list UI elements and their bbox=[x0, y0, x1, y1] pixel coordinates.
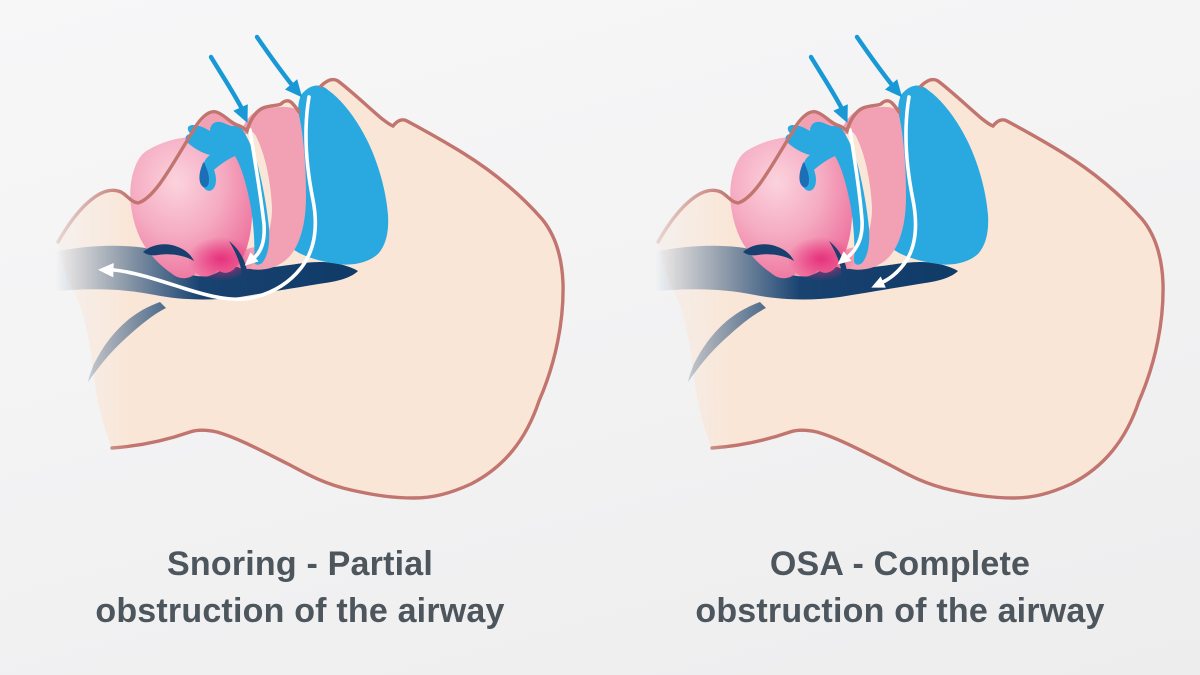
cranium-outline bbox=[710, 77, 1165, 500]
mouth-inhale-arrow bbox=[808, 54, 844, 110]
nose-inhale-arrow bbox=[854, 34, 895, 88]
under-tongue-shadow bbox=[143, 244, 194, 261]
snoring-caption-line1: Snoring - Partial bbox=[167, 545, 433, 583]
mouth-airway bbox=[785, 121, 870, 265]
osa-caption: OSA - Complete obstruction of the airway bbox=[600, 541, 1200, 635]
snoring-caption: Snoring - Partial obstruction of the air… bbox=[0, 541, 600, 635]
mouth-inhale-arrow bbox=[208, 54, 244, 110]
under-tongue-shadow bbox=[743, 244, 794, 261]
mouth-flow-line bbox=[248, 128, 266, 259]
cranium-outline bbox=[110, 77, 565, 500]
nose-inhale-arrowhead bbox=[885, 79, 903, 98]
soft-palate bbox=[796, 106, 906, 270]
blocked-airflow-arrow-icon bbox=[847, 95, 918, 284]
nasal-flow-line bbox=[881, 95, 918, 284]
epiglottis-shadow bbox=[829, 241, 848, 293]
face-profile-outline bbox=[656, 99, 901, 244]
blocked-airflow-arrowhead bbox=[837, 251, 852, 265]
snoring-caption-line2: obstruction of the airway bbox=[95, 592, 505, 630]
head-outline bbox=[656, 77, 1165, 500]
airflow-arrow-icon bbox=[112, 95, 318, 302]
nose-inhale-arrowhead bbox=[285, 79, 303, 98]
head-outline bbox=[56, 77, 565, 500]
snoring-head-illustration bbox=[48, 34, 565, 500]
airflow-through-arrowhead bbox=[98, 263, 114, 278]
tongue-pressure-glow bbox=[187, 237, 255, 281]
osa-panel: OSA - Complete obstruction of the airway bbox=[600, 0, 1200, 675]
osa-caption-line1: OSA - Complete bbox=[769, 545, 1031, 583]
osa-caption-line2: obstruction of the airway bbox=[695, 592, 1105, 630]
nasal-flow-line bbox=[112, 95, 318, 302]
inhale-arrow-icon bbox=[208, 34, 295, 110]
soft-palate bbox=[196, 106, 306, 270]
snoring-panel: Snoring - Partial obstruction of the air… bbox=[0, 34, 600, 635]
mouth-inhale-arrowhead bbox=[233, 104, 248, 123]
nose-inhale-arrow bbox=[254, 34, 295, 88]
inhale-arrow-icon bbox=[808, 34, 895, 110]
air-drip-shadow bbox=[199, 162, 209, 188]
mouth-airway bbox=[185, 121, 270, 265]
mouth-inhale-arrowhead bbox=[833, 104, 848, 123]
blocked-airflow-arrowhead bbox=[871, 276, 886, 288]
face-profile-outline bbox=[56, 99, 301, 244]
air-drip-shadow bbox=[799, 162, 809, 188]
tongue-pressure-glow bbox=[787, 237, 855, 281]
epiglottis-shadow bbox=[229, 241, 248, 293]
airflow-arrowhead bbox=[244, 252, 259, 266]
osa-head-illustration bbox=[648, 34, 1165, 500]
mouth-flow-line bbox=[847, 128, 864, 258]
